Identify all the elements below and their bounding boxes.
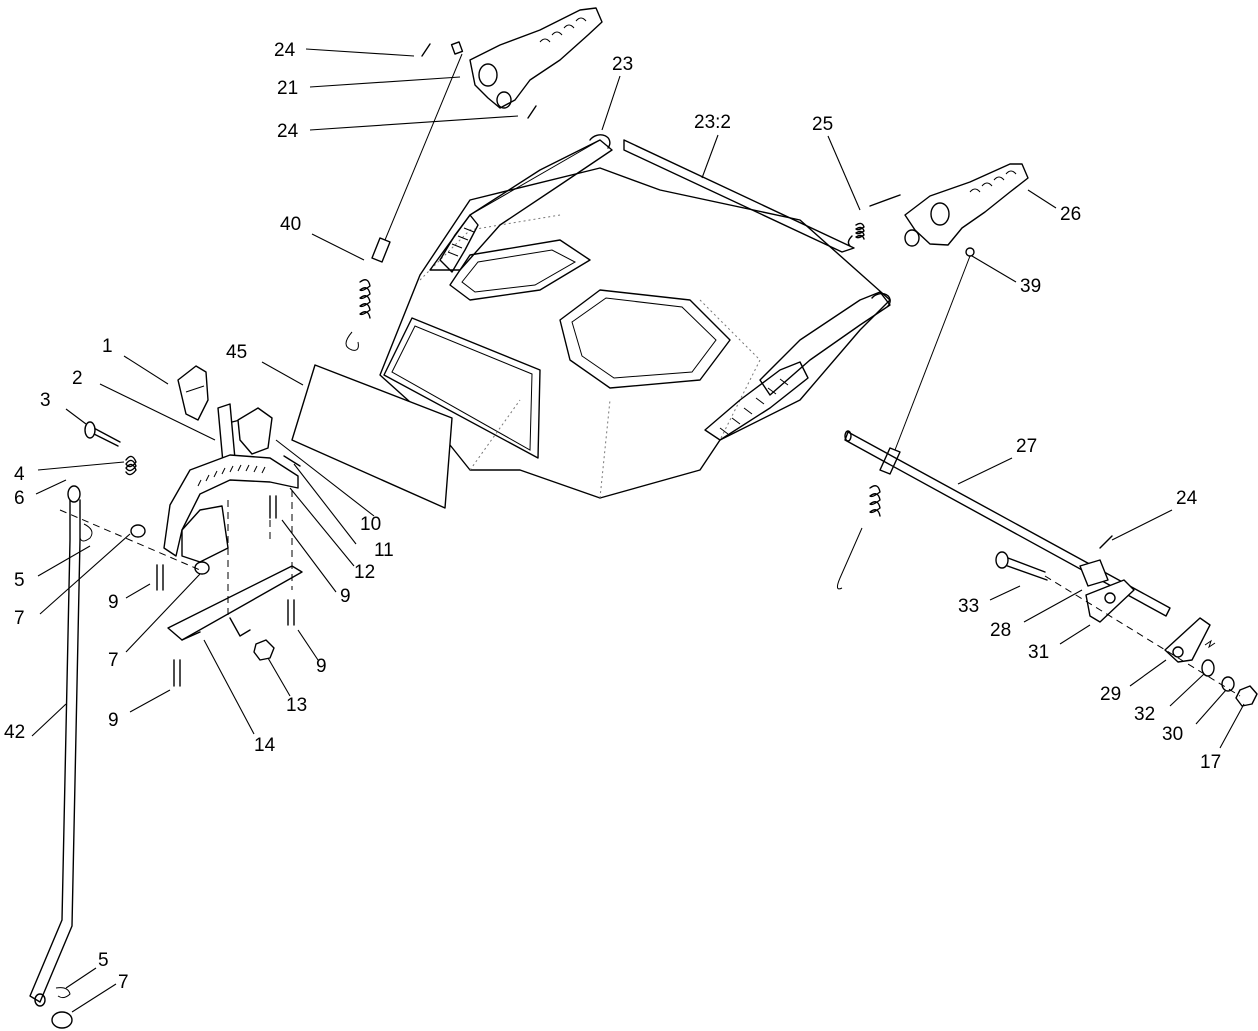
shaft-assembly: [844, 430, 1258, 707]
callout-10: 10: [360, 514, 381, 535]
callout-4: 4: [14, 464, 25, 485]
callout-1: 1: [102, 336, 113, 357]
callout-25: 25: [812, 114, 833, 135]
callout-5-lower: 5: [98, 950, 109, 971]
callout-12: 12: [354, 562, 375, 583]
callout-2: 2: [72, 368, 83, 389]
callout-21: 21: [277, 78, 298, 99]
decal-45: [291, 364, 453, 509]
callout-40: 40: [280, 214, 301, 235]
callout-24-right: 24: [1176, 488, 1198, 509]
shift-assembly: [59, 365, 303, 687]
callout-33: 33: [958, 596, 979, 617]
spring-25: [847, 194, 901, 247]
callout-9-c: 9: [316, 656, 327, 677]
callout-14: 14: [254, 735, 276, 756]
callout-6: 6: [14, 488, 25, 509]
callout-11: 11: [374, 540, 394, 561]
callout-28: 28: [990, 620, 1011, 641]
callout-39: 39: [1020, 276, 1041, 297]
callout-13: 13: [286, 695, 307, 716]
callouts: 24 21 24 40 23 23:2 25 26 39 1 45 2 3 4 …: [4, 40, 1221, 993]
callout-27: 27: [1016, 436, 1037, 457]
callout-7-upper: 7: [14, 608, 25, 629]
callout-23-2: 23:2: [694, 112, 731, 133]
decal-strip: [623, 139, 855, 253]
callout-42: 42: [4, 722, 25, 743]
right-handle-assembly: [904, 163, 1029, 257]
callout-29: 29: [1100, 684, 1121, 705]
callout-9-d: 9: [108, 710, 119, 731]
handle-panel-housing: [379, 134, 891, 499]
callout-7-mid: 7: [108, 650, 119, 671]
callout-9-b: 9: [340, 586, 351, 607]
right-cable: [836, 255, 971, 590]
shift-rod: [29, 485, 93, 1029]
callout-3: 3: [40, 390, 51, 411]
callout-30: 30: [1162, 724, 1183, 745]
left-handle-assembly: [421, 7, 603, 119]
callout-9-a: 9: [108, 592, 119, 613]
left-cable: [345, 53, 463, 351]
callout-7-lower: 7: [118, 972, 129, 993]
callout-24-mid: 24: [277, 121, 299, 142]
leader-lines: [31, 48, 1245, 1013]
callout-23: 23: [612, 54, 633, 75]
callout-17: 17: [1200, 752, 1221, 773]
callout-45: 45: [226, 342, 247, 363]
callout-24-top: 24: [274, 40, 296, 61]
callout-5-upper: 5: [14, 570, 25, 591]
callout-31: 31: [1028, 642, 1049, 663]
callout-32: 32: [1134, 704, 1155, 725]
callout-26: 26: [1060, 204, 1081, 225]
